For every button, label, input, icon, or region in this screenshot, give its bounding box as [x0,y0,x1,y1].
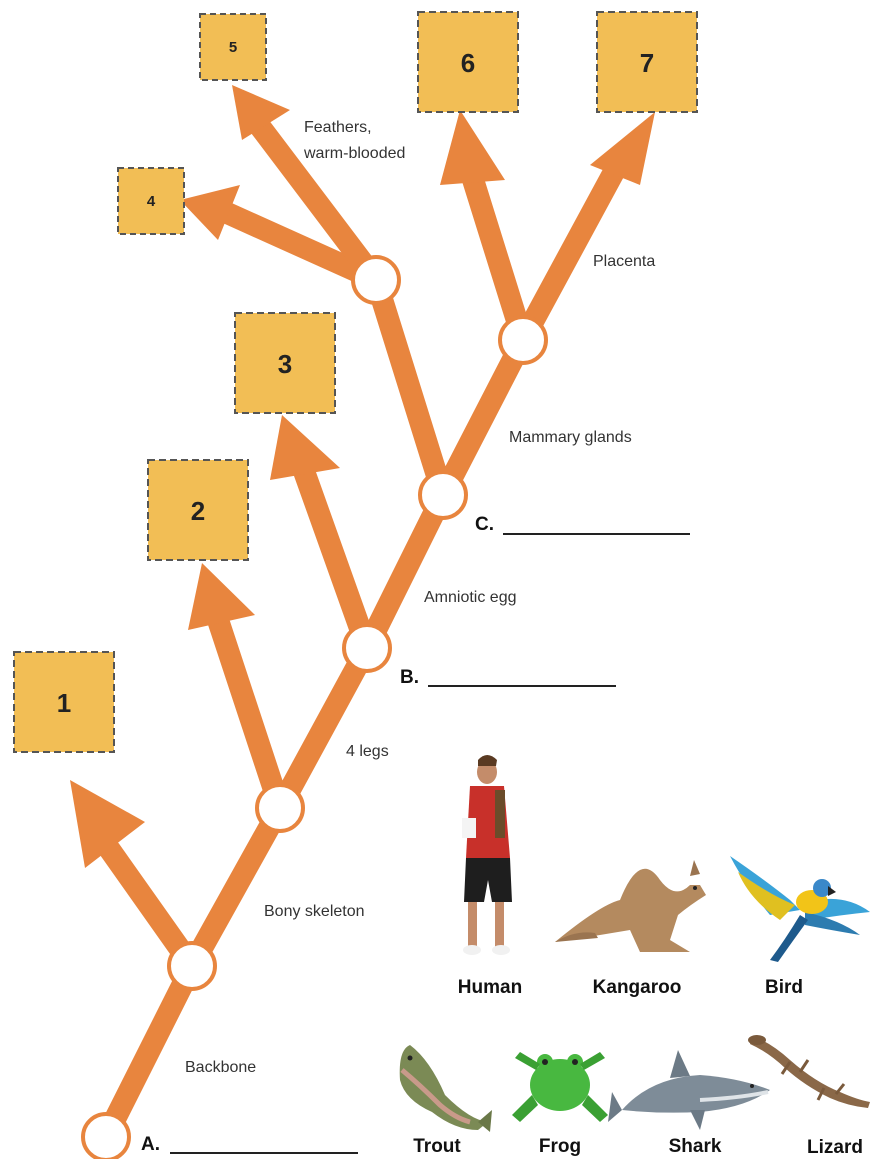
node-mammary [498,315,548,365]
taxon-box-3[interactable]: 3 [234,312,336,414]
trait-four-legs: 4 legs [346,743,389,760]
trait-labels: Backbone Bony skeleton 4 legs Amniotic e… [185,119,655,1076]
bird-icon [730,856,870,962]
animal-label-trout: Trout [413,1136,461,1157]
taxon-box-1[interactable]: 1 [13,651,115,753]
trait-mammary-glands: Mammary glands [509,429,632,446]
animal-label-frog: Frog [539,1136,581,1157]
blank-a[interactable]: A. [141,1134,358,1155]
lizard-icon [748,1035,870,1108]
animal-label-bird: Bird [765,977,803,998]
branch-trunk-4 [356,484,454,659]
branch-to-7 [512,159,626,351]
trait-placenta: Placenta [593,253,655,270]
arrowhead-6 [440,110,505,185]
answer-blanks: A. B. C. [141,514,690,1155]
animal-label-shark: Shark [669,1136,722,1157]
branch-trunk-3 [269,637,378,819]
shark-icon [608,1050,770,1130]
branches [95,109,626,1148]
taxon-box-number: 4 [147,193,156,210]
arrowhead-2 [188,563,255,630]
blank-b[interactable]: B. [400,667,616,688]
branch-to-4 [214,201,387,291]
node-feathers [351,255,401,305]
animal-label-human: Human [458,977,522,998]
taxon-box-number: 3 [278,349,292,379]
arrowhead-1 [70,780,145,868]
node-amniotic-egg [418,470,468,520]
branch-to-5 [244,109,387,291]
animal-pictures [399,755,870,1132]
animal-labels: Human Kangaroo Bird Trout Frog Shark Liz… [413,977,863,1158]
node-four-legs [342,623,392,673]
taxon-box-2[interactable]: 2 [147,459,249,561]
trait-feathers-line1: Feathers, [304,119,372,136]
taxon-box-7[interactable]: 7 [596,11,698,113]
taxon-box-number: 6 [461,48,475,78]
kangaroo-icon [555,860,706,952]
branch-trunk-2 [181,797,291,977]
taxon-box-number: 5 [229,39,237,56]
node-backbone [167,941,217,991]
trait-feathers-line2: warm-blooded [303,145,405,162]
taxon-box-number: 7 [640,48,654,78]
blank-letter: B. [400,667,419,688]
taxon-boxes: 1 2 3 4 5 6 7 [13,11,698,753]
arrowhead-4 [180,185,240,240]
blank-letter: A. [141,1134,160,1155]
trout-icon [399,1045,492,1132]
arrowheads [70,85,655,868]
arrowhead-5 [232,85,290,140]
taxon-box-number: 2 [191,496,205,526]
taxon-box-6[interactable]: 6 [417,11,519,113]
nodes [81,255,548,1159]
taxon-box-5[interactable]: 5 [199,13,267,81]
taxon-box-number: 1 [57,688,71,718]
trait-amniotic-egg: Amniotic egg [424,589,517,606]
node-root [81,1112,131,1159]
branch-trunk-6 [432,329,534,506]
blank-letter: C. [475,514,494,535]
blank-c[interactable]: C. [475,514,690,535]
taxon-box-4[interactable]: 4 [117,167,185,235]
human-icon [462,755,512,955]
animal-label-kangaroo: Kangaroo [593,977,682,998]
trait-bony-skeleton: Bony skeleton [264,903,365,920]
branch-to-6 [459,159,534,351]
arrowhead-7 [590,112,655,185]
trait-backbone: Backbone [185,1059,256,1076]
branch-trunk-5 [365,269,454,506]
branch-to-2 [207,609,291,819]
arrowhead-3 [270,415,340,480]
branch-to-3 [289,449,378,659]
frog-icon [512,1052,608,1122]
node-bony-skeleton [255,783,305,833]
branch-trunk-1 [95,955,203,1148]
animal-label-lizard: Lizard [807,1137,863,1158]
